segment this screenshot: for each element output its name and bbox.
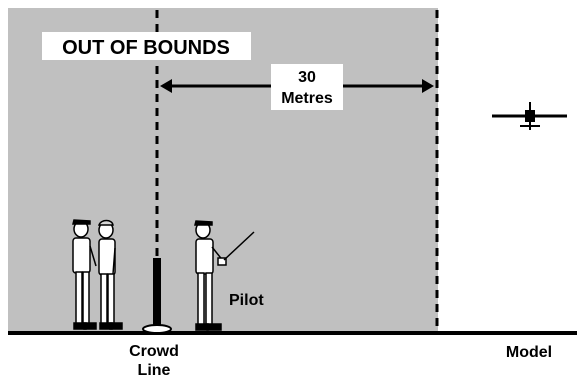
distance-unit: Metres — [281, 90, 333, 107]
pilot-icon — [194, 220, 255, 331]
pilot-label: Pilot — [229, 292, 264, 309]
post-icon — [142, 258, 172, 334]
out-of-bounds-label-bg — [42, 32, 251, 60]
person-icon — [72, 219, 97, 330]
model-label: Model — [506, 344, 552, 361]
distance-value: 30 — [298, 69, 316, 86]
crowd-line-label-2: Line — [138, 362, 171, 378]
person-icon — [97, 219, 123, 330]
distance-label-bg — [271, 64, 343, 110]
model-aircraft-icon — [492, 102, 567, 130]
crowd-line-label-1: Crowd — [129, 343, 179, 360]
out-of-bounds-label: OUT OF BOUNDS — [62, 37, 230, 59]
